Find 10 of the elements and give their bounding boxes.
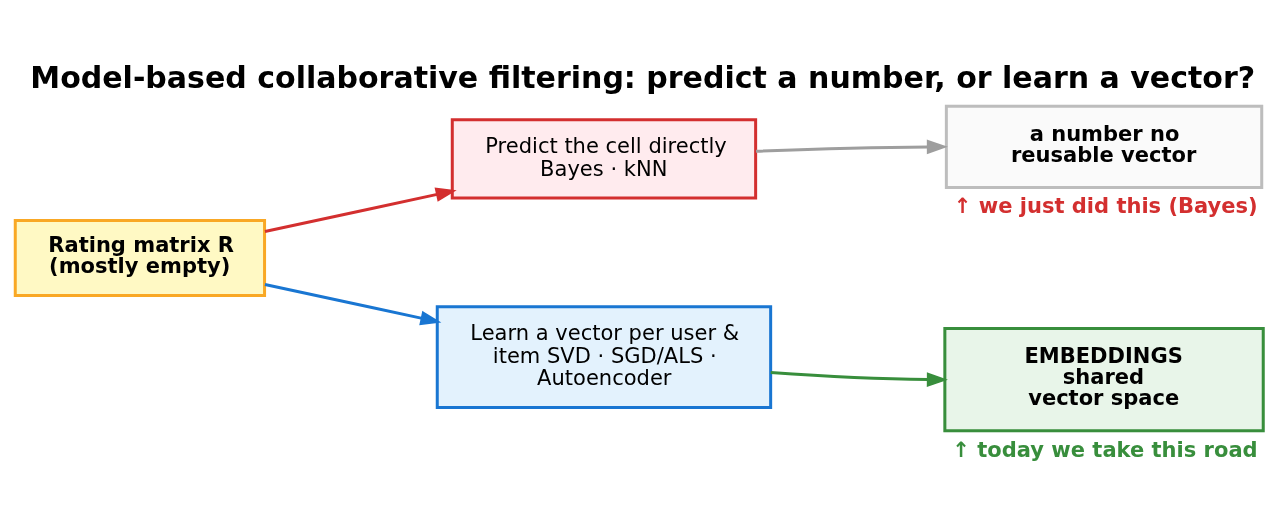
node-label: ↑ today we take this road (952, 436, 1258, 462)
diagram-title: Model-based collaborative filtering: predict a number, or learn a vector? (30, 59, 1256, 95)
node-label: ↑ we just did this (Bayes) (953, 193, 1258, 219)
node-box: Rating matrix R (mostly empty) (13, 218, 267, 298)
arrow (264, 187, 457, 233)
arrow (770, 371, 948, 387)
arrow (264, 283, 442, 326)
node-box: Predict the cell directly Bayes · kNN (450, 118, 758, 200)
node-box: Learn a vector per user & item SVD · SGD/ALS · Autoencoder (435, 305, 773, 409)
arrow (755, 139, 948, 155)
